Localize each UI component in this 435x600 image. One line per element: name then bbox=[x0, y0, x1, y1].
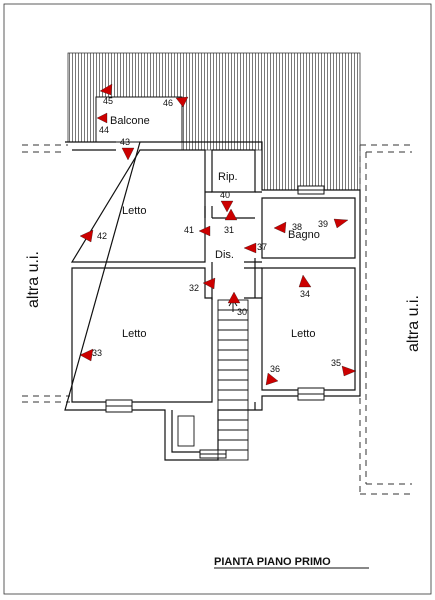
side-label-right: altra u.i. bbox=[405, 295, 422, 352]
marker-46 bbox=[175, 96, 189, 108]
marker-number-38: 38 bbox=[292, 222, 302, 232]
marker-number-41: 41 bbox=[184, 225, 194, 235]
marker-number-30: 30 bbox=[237, 307, 247, 317]
page-frame bbox=[3, 3, 432, 595]
staircase bbox=[177, 299, 249, 461]
marker-number-42: 42 bbox=[97, 231, 107, 241]
balcony-outline bbox=[95, 96, 183, 143]
marker-number-45: 45 bbox=[103, 96, 113, 106]
windows bbox=[105, 185, 325, 459]
marker-34 bbox=[298, 274, 312, 288]
marker-30 bbox=[227, 291, 241, 304]
marker-number-32: 32 bbox=[189, 283, 199, 293]
room-label-rip: Rip. bbox=[218, 171, 238, 183]
marker-number-40: 40 bbox=[220, 190, 230, 200]
marker-number-39: 39 bbox=[318, 219, 328, 229]
marker-number-33: 33 bbox=[92, 348, 102, 358]
marker-35 bbox=[341, 365, 357, 377]
marker-38 bbox=[273, 221, 287, 234]
marker-39 bbox=[333, 218, 349, 229]
marker-number-34: 34 bbox=[300, 289, 310, 299]
marker-33 bbox=[79, 348, 94, 362]
marker-36 bbox=[265, 372, 279, 386]
marker-number-35: 35 bbox=[331, 358, 341, 368]
photo-markers bbox=[79, 83, 357, 386]
marker-41 bbox=[198, 225, 211, 237]
marker-45 bbox=[99, 83, 113, 96]
room-label-letto-se: Letto bbox=[291, 328, 315, 340]
marker-42 bbox=[79, 229, 94, 243]
marker-32 bbox=[202, 277, 216, 290]
marker-number-37: 37 bbox=[257, 242, 267, 252]
walls bbox=[64, 141, 361, 461]
marker-37 bbox=[243, 242, 257, 254]
adjacent-unit-lines bbox=[22, 144, 412, 495]
marker-40 bbox=[220, 200, 234, 213]
room-label-letto-nw: Letto bbox=[122, 205, 146, 217]
marker-number-44: 44 bbox=[99, 125, 109, 135]
marker-31 bbox=[224, 208, 238, 221]
room-label-bagno: Bagno bbox=[288, 229, 320, 241]
plan-title: PIANTA PIANO PRIMO bbox=[214, 556, 331, 568]
marker-numbers: 45 46 44 43 40 41 31 42 38 39 37 32 30 3… bbox=[92, 96, 341, 374]
marker-44 bbox=[96, 112, 108, 124]
marker-number-43: 43 bbox=[120, 137, 130, 147]
room-label-dis: Dis. bbox=[215, 249, 234, 261]
marker-number-36: 36 bbox=[270, 364, 280, 374]
room-label-letto-sw: Letto bbox=[122, 328, 146, 340]
marker-number-31: 31 bbox=[224, 225, 234, 235]
room-label-balcone: Balcone bbox=[110, 115, 150, 127]
marker-43 bbox=[121, 147, 135, 161]
side-label-left: altra u.i. bbox=[25, 251, 42, 308]
marker-number-46: 46 bbox=[163, 98, 173, 108]
